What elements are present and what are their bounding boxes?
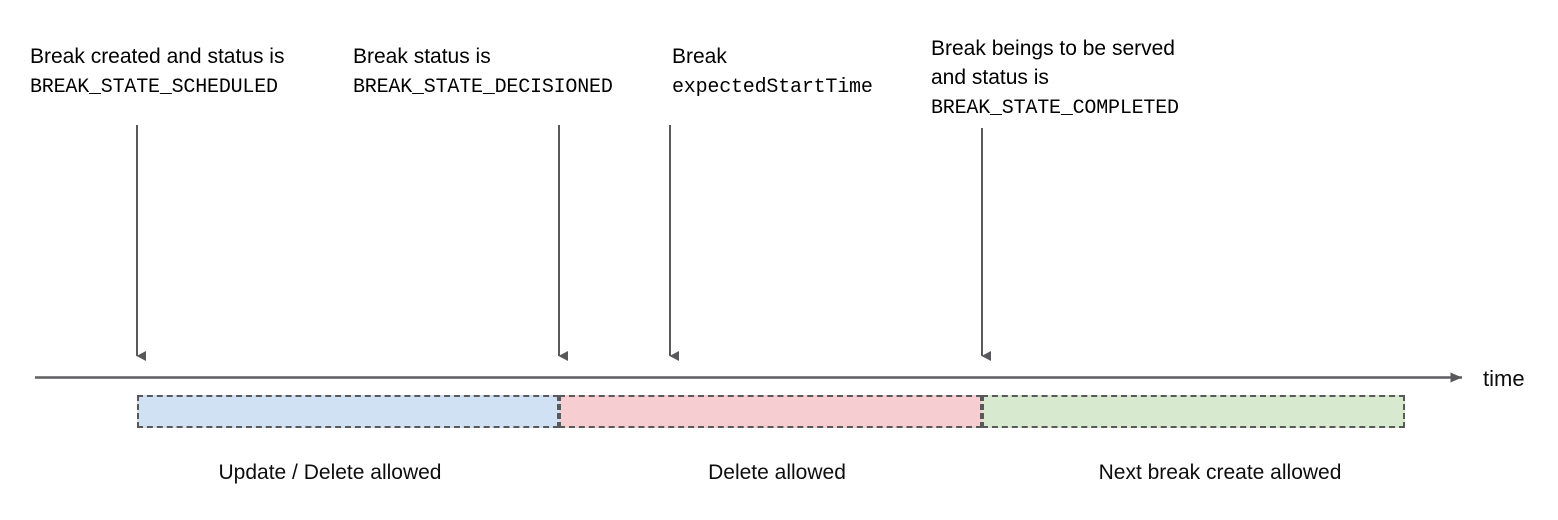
phase-caption-delete-only: Delete allowed	[708, 461, 846, 484]
phase-caption-update-delete: Update / Delete allowed	[218, 461, 442, 484]
time-axis-label: time	[1483, 366, 1525, 391]
event-label-completed-line3: BREAK_STATE_COMPLETED	[931, 97, 1179, 120]
event-label-decisioned-line2: BREAK_STATE_DECISIONED	[353, 76, 613, 99]
event-label-expected-start-time-line1: Break	[672, 45, 727, 68]
event-label-decisioned: Break status is BREAK_STATE_DECISIONED	[353, 42, 613, 102]
phase-band-delete-only	[559, 395, 982, 428]
event-label-completed-line1: Break beings to be served	[931, 37, 1175, 60]
event-label-scheduled: Break created and status is BREAK_STATE_…	[30, 42, 284, 102]
event-label-scheduled-line1: Break created and status is	[30, 45, 285, 68]
event-label-completed-line2: and status is	[931, 66, 1049, 89]
event-label-scheduled-line2: BREAK_STATE_SCHEDULED	[30, 76, 278, 99]
event-label-decisioned-line1: Break status is	[353, 45, 491, 68]
event-label-expected-start-time: Break expectedStartTime	[672, 42, 873, 102]
phase-band-update-delete	[137, 395, 559, 428]
phase-caption-next-break-create: Next break create allowed	[1098, 461, 1342, 484]
event-label-expected-start-time-line2: expectedStartTime	[672, 76, 873, 99]
phase-band-next-break-create	[982, 395, 1405, 428]
event-label-completed: Break beings to be served and status is …	[931, 34, 1179, 123]
